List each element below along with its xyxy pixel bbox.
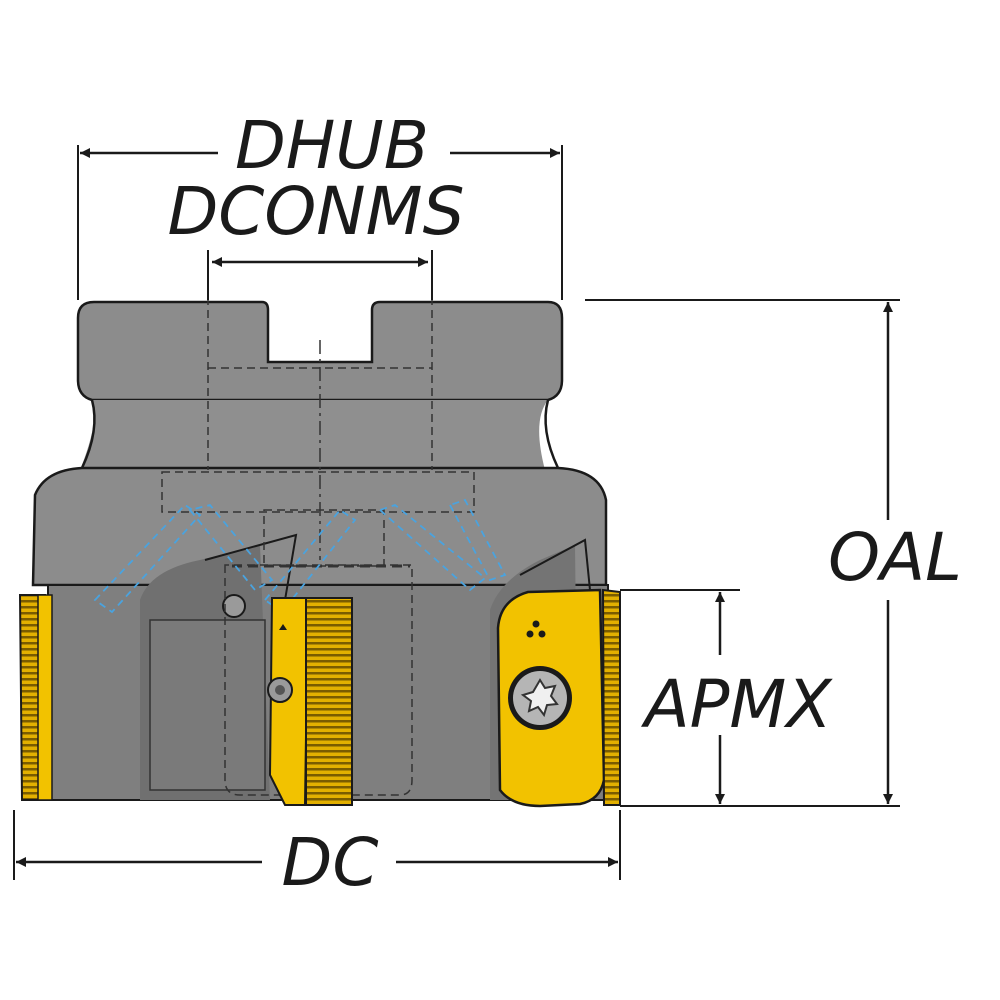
- hidden-lines: [93, 258, 507, 796]
- insert-mark-dots: [526, 620, 546, 638]
- dhub-label: DHUB: [235, 107, 429, 184]
- center-serrated-insert: [305, 597, 353, 806]
- dconms-label: DCONMS: [167, 173, 464, 250]
- oal-label: OAL: [828, 519, 962, 596]
- inserts: [18, 588, 621, 808]
- hub-neck: [72, 400, 589, 485]
- dc-label: DC: [282, 824, 379, 901]
- main-body: [31, 466, 608, 587]
- apmx-label: APMX: [640, 666, 833, 743]
- center-insert: [268, 597, 310, 806]
- coolant-hole: [222, 594, 246, 618]
- dimension-lines: [13, 145, 900, 880]
